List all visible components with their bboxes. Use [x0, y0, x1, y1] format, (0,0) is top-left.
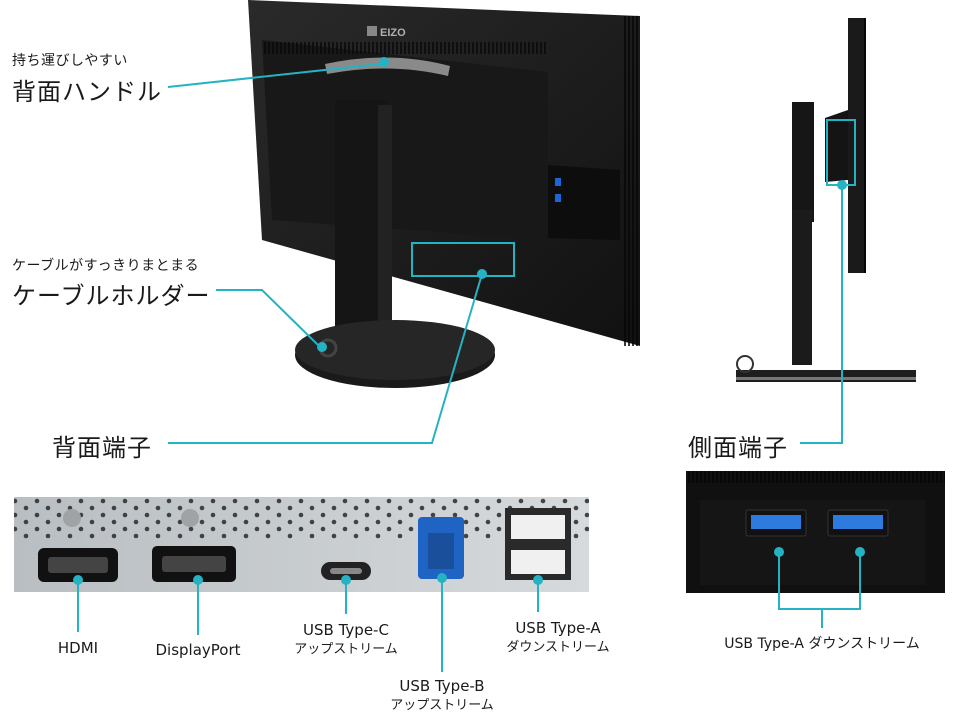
port-label-usb-b: USB Type-B アップストリーム [390, 677, 494, 713]
side-usb-bracket [778, 552, 861, 610]
monitor-side-view [736, 18, 916, 382]
rear-connector-panel [14, 497, 589, 592]
rear-ports-leader [168, 273, 483, 444]
rear-ports-title: 背面端子 [52, 434, 152, 462]
rear-ports-highlight [411, 242, 515, 277]
side-usb-dot-1 [774, 547, 784, 557]
handle-title: 背面ハンドル [12, 78, 162, 106]
hdmi-dot [73, 575, 83, 585]
usb-b-dot [437, 573, 447, 583]
eizo-logo [367, 26, 377, 36]
side-usb-dot-2 [855, 547, 865, 557]
handle-dot [379, 57, 389, 67]
rear-ports-dot [477, 269, 487, 279]
eizo-logo-text: EIZO [380, 27, 406, 39]
cable-holder-caption: ケーブルがすっきりまとまる [12, 258, 200, 274]
cable-holder-title: ケーブルホルダー [12, 282, 211, 310]
port-label-hdmi: HDMI [57, 639, 99, 657]
monitor-rear-view [248, 0, 640, 388]
usb-c-dot [341, 575, 351, 585]
port-label-displayport: DisplayPort [155, 641, 241, 659]
cable-dot [317, 342, 327, 352]
handle-caption: 持ち運びしやすい [12, 53, 128, 69]
leader-lines [73, 57, 865, 672]
handle-leader [167, 63, 381, 88]
port-label-usb-c: USB Type-C アップストリーム [294, 621, 398, 657]
usb-a-dot [533, 575, 543, 585]
side-ports-dot [837, 180, 847, 190]
side-ports-title: 側面端子 [688, 434, 788, 462]
side-ports-leader [800, 185, 843, 444]
port-label-usb-a: USB Type-A ダウンストリーム [506, 619, 610, 655]
side-connector-panel [686, 471, 945, 593]
side-port-label: USB Type-A ダウンストリーム [724, 636, 920, 652]
displayport-dot [193, 575, 203, 585]
cable-leader [216, 289, 319, 346]
